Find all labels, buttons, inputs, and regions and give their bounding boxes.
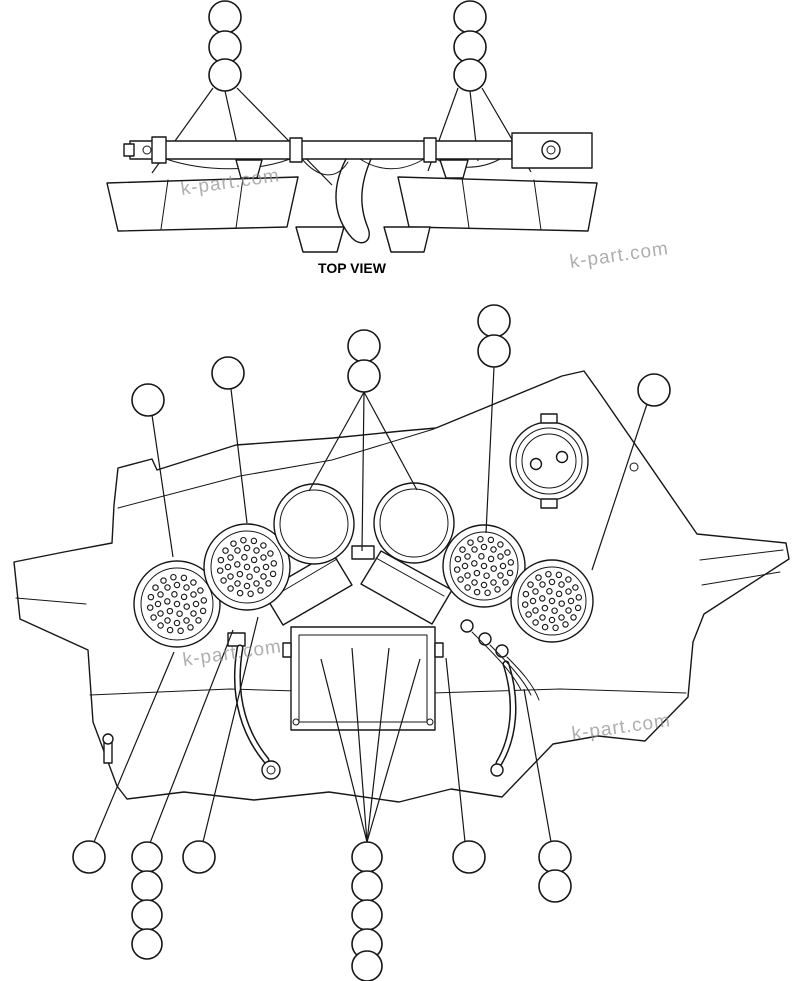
mounting-bolt bbox=[102, 733, 114, 764]
bottom-leader-lines bbox=[93, 366, 648, 844]
callout-balloon bbox=[477, 304, 511, 338]
callout-balloon bbox=[351, 870, 383, 902]
leader-line bbox=[523, 688, 552, 843]
callout-balloon bbox=[351, 950, 383, 981]
center-strap-hook bbox=[335, 158, 372, 244]
callout-balloon bbox=[538, 869, 572, 903]
callout-balloon bbox=[538, 840, 572, 874]
leader-line bbox=[320, 658, 368, 843]
harness-cables bbox=[165, 158, 501, 176]
lamp-connector-bezels bbox=[133, 482, 594, 648]
center-junction-box bbox=[282, 626, 444, 731]
hose-fittings-trio bbox=[460, 619, 540, 701]
round-electrical-connector bbox=[509, 413, 589, 509]
perforated-connector bbox=[442, 524, 526, 608]
callout-balloon bbox=[452, 840, 486, 874]
end-box-port bbox=[541, 140, 561, 160]
callout-balloon bbox=[211, 356, 245, 390]
lamp-bezel bbox=[373, 482, 455, 564]
top-callout-balloons bbox=[208, 0, 487, 92]
leader-line bbox=[149, 629, 234, 844]
perforated-connector bbox=[133, 560, 221, 648]
tube-fittings bbox=[142, 136, 437, 164]
right-drain-hose bbox=[490, 660, 517, 777]
callout-balloon bbox=[453, 0, 487, 34]
panel-screw bbox=[629, 462, 639, 472]
callout-balloon bbox=[637, 373, 671, 407]
top-view-label: TOP VIEW bbox=[318, 260, 387, 276]
leader-line bbox=[151, 414, 174, 558]
perforated-connector bbox=[510, 559, 594, 643]
top-view-assembly: TOP VIEW bbox=[106, 0, 598, 276]
leader-line bbox=[93, 651, 175, 843]
callout-balloon bbox=[208, 58, 242, 92]
panel-outline bbox=[13, 370, 790, 803]
leader-line bbox=[230, 388, 248, 524]
callout-balloon bbox=[351, 899, 383, 931]
lamp-bezel bbox=[273, 483, 355, 565]
right-wing-bracket bbox=[397, 176, 598, 232]
angled-mount-brackets bbox=[262, 545, 453, 626]
leader-line bbox=[366, 647, 390, 843]
leader-line bbox=[308, 391, 365, 492]
callout-balloon bbox=[131, 383, 165, 417]
callout-balloon bbox=[131, 841, 163, 873]
front-view-assembly bbox=[13, 304, 790, 981]
callout-balloon bbox=[131, 899, 163, 931]
end-box bbox=[511, 132, 593, 169]
leader-line bbox=[351, 647, 368, 843]
end-box-port-inner bbox=[546, 145, 556, 155]
callout-balloon bbox=[131, 928, 163, 960]
leader-line bbox=[445, 657, 466, 843]
callout-balloon bbox=[477, 334, 511, 368]
callout-balloon bbox=[351, 841, 383, 873]
callout-balloon bbox=[347, 329, 381, 363]
callout-balloon bbox=[347, 359, 381, 393]
perforated-connector bbox=[203, 523, 291, 611]
leader-line bbox=[361, 391, 365, 552]
leader-line bbox=[236, 87, 333, 186]
callout-balloon bbox=[208, 0, 242, 34]
leader-line bbox=[363, 391, 418, 491]
callout-balloon bbox=[453, 58, 487, 92]
callout-balloon bbox=[182, 840, 216, 874]
leader-line bbox=[591, 403, 648, 571]
callout-balloon bbox=[72, 840, 106, 874]
center-mount-blocks bbox=[235, 159, 469, 253]
left-wing-bracket bbox=[106, 176, 299, 232]
leader-line bbox=[485, 366, 495, 534]
lift-tube bbox=[129, 140, 513, 160]
watermark-text: k-part.com bbox=[568, 238, 670, 273]
tube-end-cap bbox=[123, 143, 135, 157]
watermark-text: k-part.com bbox=[570, 710, 672, 745]
callout-balloon bbox=[131, 870, 163, 902]
leader-line bbox=[202, 616, 259, 843]
bottom-callout-balloons bbox=[72, 304, 671, 981]
leader-line bbox=[366, 658, 421, 843]
left-drain-hose bbox=[227, 632, 281, 780]
